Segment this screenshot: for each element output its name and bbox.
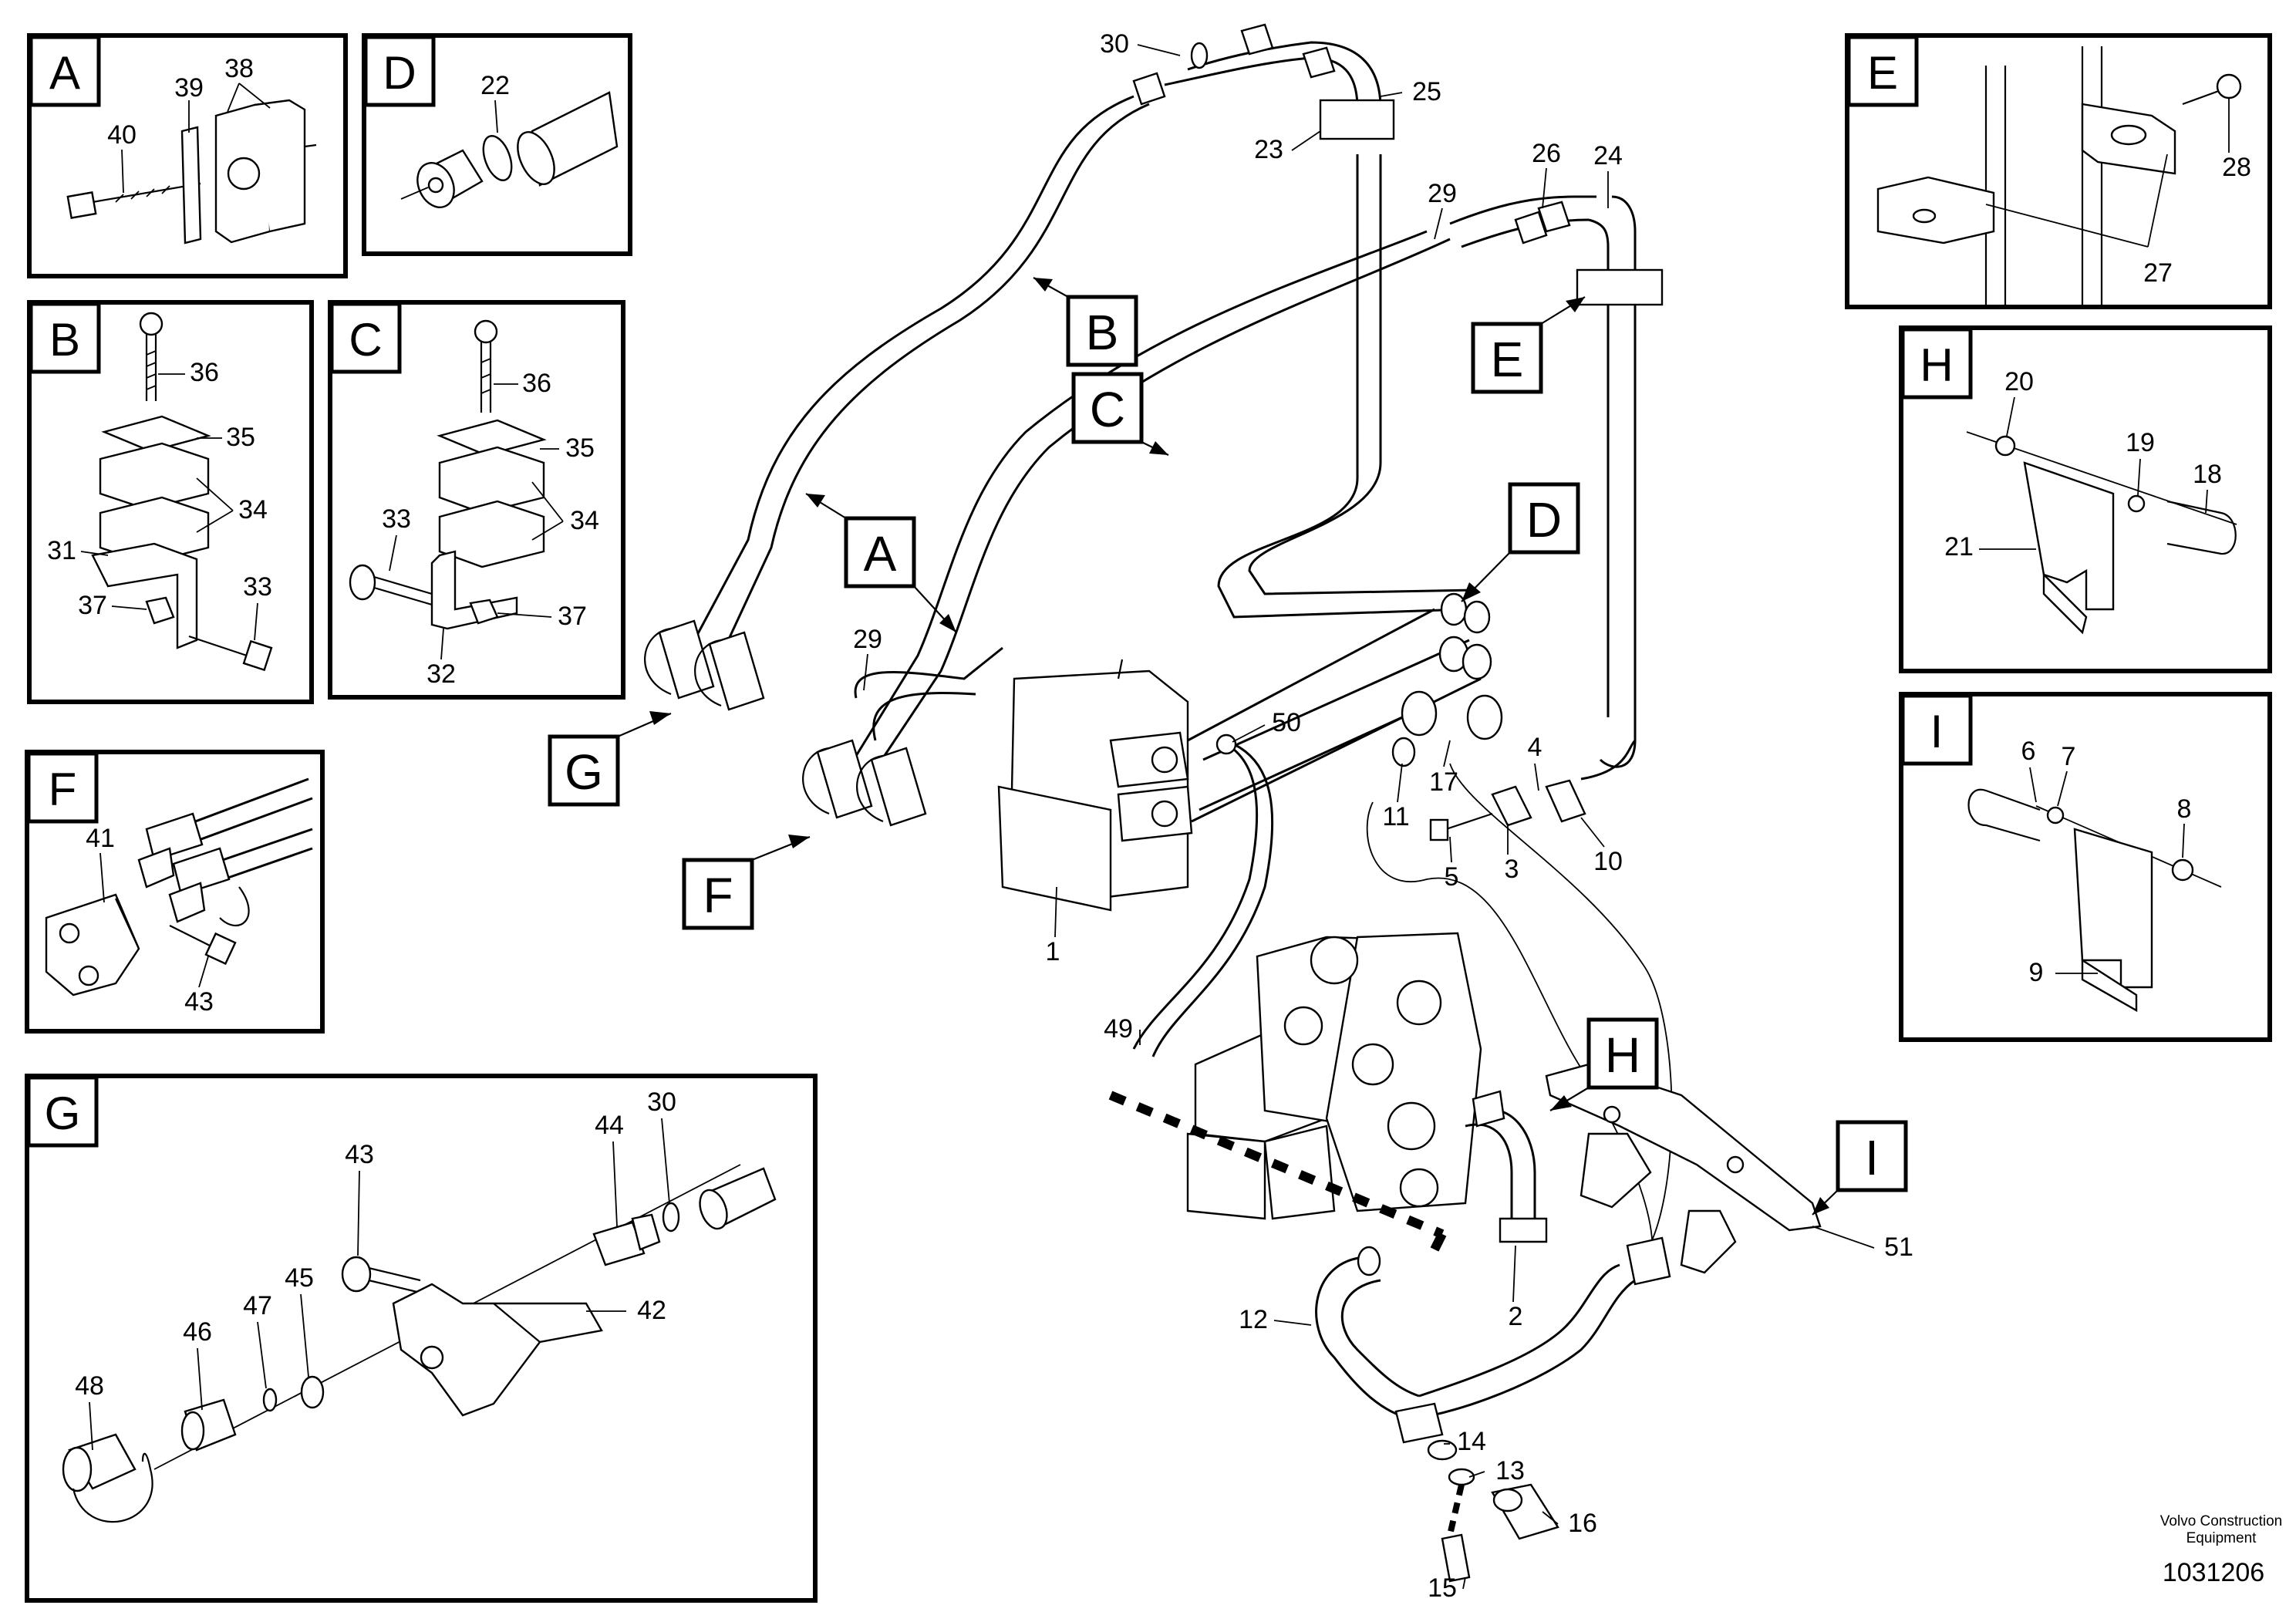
part-number-43: 43 — [345, 1140, 374, 1169]
callout-a: A — [864, 526, 897, 582]
panel-i: I 6 7 8 9 — [1899, 692, 2272, 1042]
part-number-16: 16 — [1568, 1509, 1597, 1538]
part-number-25: 25 — [1412, 77, 1441, 106]
part-number-10: 10 — [1593, 847, 1623, 876]
part-number-12: 12 — [1239, 1305, 1268, 1334]
part-number-38: 38 — [224, 54, 254, 83]
part-number-30: 30 — [647, 1088, 676, 1117]
callout-h: H — [1605, 1027, 1640, 1083]
part-number-40: 40 — [107, 120, 137, 150]
part-number-47: 47 — [243, 1291, 272, 1320]
part-number-21: 21 — [1944, 532, 1974, 561]
part-number-8: 8 — [2177, 794, 2192, 824]
part-number-15: 15 — [1428, 1573, 1457, 1603]
panel-d-letter: D — [383, 47, 416, 99]
part-number-23: 23 — [1254, 135, 1283, 164]
callout-e: E — [1491, 332, 1524, 387]
part-number-36: 36 — [190, 358, 219, 387]
part-number-45: 45 — [285, 1263, 314, 1293]
part-number-30: 30 — [1100, 29, 1129, 59]
part-number-37: 37 — [78, 591, 107, 620]
panel-e-letter: E — [1867, 47, 1898, 99]
panel-f-letter: F — [49, 764, 77, 815]
part-number-29b: 29 — [853, 625, 882, 654]
panel-c-letter: C — [349, 314, 382, 366]
part-number-32: 32 — [426, 659, 456, 689]
brand-line-1: Volvo Construction — [2160, 1513, 2282, 1529]
part-number-2: 2 — [1509, 1302, 1523, 1331]
panel-i-letter: I — [1930, 706, 1944, 757]
panel-f: F 41 43 — [25, 750, 325, 1034]
part-number-27: 27 — [2143, 258, 2173, 288]
callout-c: C — [1090, 382, 1125, 437]
panel-a: A 39 38 40 — [27, 33, 348, 278]
callouts: B E C D A G F H I — [548, 277, 1908, 1216]
footer: Volvo Construction Equipment 1031206 — [2160, 1513, 2282, 1587]
part-number-39: 39 — [174, 73, 204, 103]
part-number-4: 4 — [1528, 733, 1542, 762]
part-number-19: 19 — [2126, 428, 2155, 457]
part-number-9: 9 — [2029, 958, 2044, 987]
callout-i: I — [1865, 1130, 1879, 1185]
part-number-51: 51 — [1884, 1233, 1913, 1262]
part-number-37: 37 — [558, 602, 587, 631]
part-number-31: 31 — [47, 536, 76, 565]
callout-f: F — [703, 868, 733, 923]
part-number-18: 18 — [2193, 460, 2222, 489]
part-number-44: 44 — [595, 1111, 624, 1140]
panel-e: E 28 27 — [1845, 33, 2272, 309]
part-number-33: 33 — [382, 504, 411, 534]
part-number-28: 28 — [2222, 153, 2251, 182]
panel-c: C 36 35 34 33 37 32 — [328, 300, 625, 700]
callout-g: G — [565, 744, 603, 800]
part-number-33: 33 — [243, 572, 272, 602]
main-assembly — [644, 23, 1822, 1583]
part-number-6: 6 — [2021, 737, 2036, 766]
part-number-50: 50 — [1272, 708, 1301, 737]
brand-line-2: Equipment — [2186, 1530, 2257, 1546]
part-number-14: 14 — [1457, 1427, 1486, 1456]
document-number: 1031206 — [2163, 1558, 2264, 1587]
part-number-42: 42 — [637, 1296, 666, 1325]
panel-b: B 36 35 34 31 37 33 — [27, 300, 314, 704]
callout-b: B — [1086, 305, 1119, 360]
part-number-46: 46 — [183, 1317, 212, 1347]
part-number-26: 26 — [1532, 139, 1561, 168]
part-number-49: 49 — [1104, 1014, 1133, 1044]
panel-b-letter: B — [49, 314, 80, 366]
panel-h: H 20 19 18 21 — [1899, 325, 2272, 673]
panel-d: D 22 — [362, 33, 632, 256]
part-number-20: 20 — [2004, 367, 2034, 396]
panel-a-letter: A — [49, 47, 80, 99]
part-number-22: 22 — [480, 71, 510, 100]
panel-g: G 43 44 30 42 47 45 46 48 — [25, 1074, 818, 1603]
callout-d: D — [1526, 492, 1562, 548]
part-number-29: 29 — [1428, 179, 1457, 208]
panel-h-letter: H — [1920, 339, 1953, 391]
part-number-24: 24 — [1593, 141, 1623, 170]
part-number-1: 1 — [1046, 937, 1060, 966]
part-number-3: 3 — [1505, 855, 1519, 884]
part-number-7: 7 — [2062, 742, 2076, 771]
part-number-17: 17 — [1429, 767, 1458, 797]
part-number-48: 48 — [75, 1371, 104, 1401]
part-number-36: 36 — [522, 369, 551, 398]
part-number-34: 34 — [238, 495, 268, 524]
main-number-labels: 30 25 23 26 24 29 50 4 17 11 5 3 10 29 1… — [853, 29, 1913, 1603]
part-number-5: 5 — [1445, 862, 1459, 892]
part-number-43: 43 — [184, 987, 214, 1017]
panel-g-letter: G — [45, 1088, 81, 1139]
part-number-11: 11 — [1382, 802, 1409, 831]
part-number-41: 41 — [86, 824, 115, 853]
part-number-35: 35 — [565, 433, 595, 463]
part-number-35: 35 — [226, 423, 255, 452]
part-number-34: 34 — [570, 506, 599, 535]
part-number-13: 13 — [1495, 1456, 1525, 1485]
